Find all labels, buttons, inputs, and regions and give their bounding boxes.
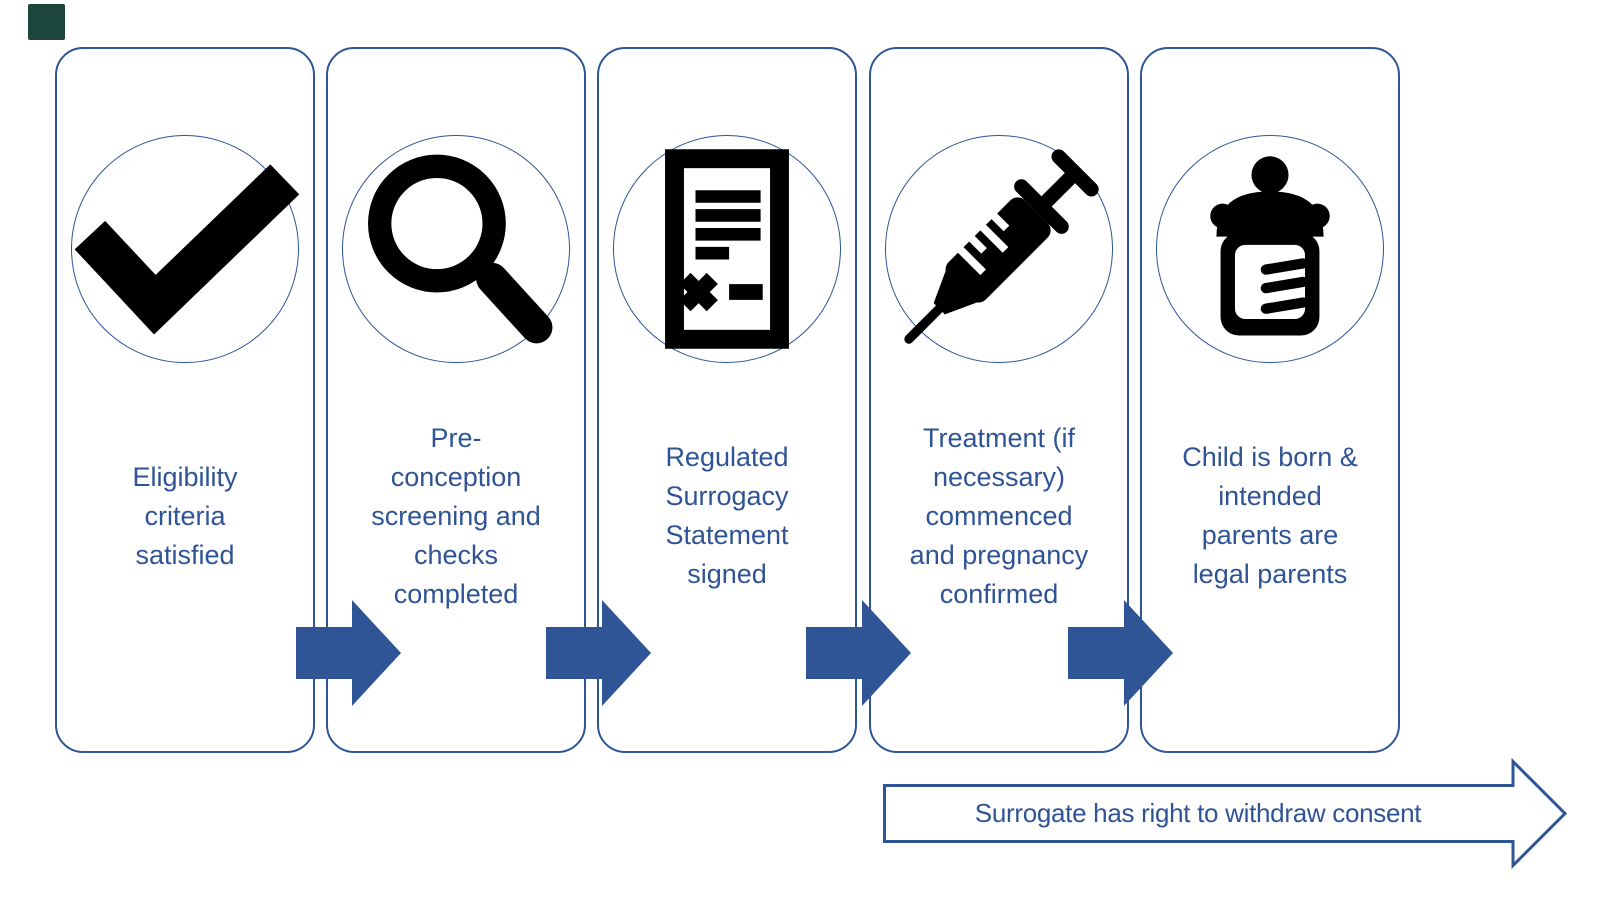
- step-icon-circle: [342, 135, 570, 363]
- step-icon-circle: [1156, 135, 1384, 363]
- right-arrow-outline-icon: [883, 757, 1568, 870]
- step-label: Regulated Surrogacy Statement signed: [665, 442, 789, 589]
- flow-arrow-icon: [1068, 600, 1173, 706]
- signed-document-icon: [665, 149, 789, 349]
- process-step-card: Treatment (if necessary) commenced and p…: [869, 47, 1129, 753]
- step-icon-circle: [613, 135, 841, 363]
- step-label: Child is born & intended parents are leg…: [1182, 442, 1358, 589]
- magnifier-icon: [368, 154, 553, 344]
- step-icon-circle: [885, 135, 1113, 363]
- process-step-card: Child is born & intended parents are leg…: [1140, 47, 1400, 753]
- process-step-card: Regulated Surrogacy Statement signed: [597, 47, 857, 753]
- step-icon-circle: [71, 135, 300, 363]
- step-label: Pre- conception screening and checks com…: [371, 422, 541, 609]
- step-label: Eligibility criteria satisfied: [132, 461, 238, 570]
- flow-arrow-icon: [546, 600, 651, 706]
- step-label: Treatment (if necessary) commenced and p…: [909, 422, 1089, 609]
- withdraw-consent-label: Surrogate has right to withdraw consent: [974, 797, 1422, 828]
- flow-arrow-icon: [806, 600, 911, 706]
- withdraw-consent-arrow: Surrogate has right to withdraw consent: [883, 757, 1568, 870]
- corner-accent-square: [28, 4, 65, 40]
- checkmark-icon: [74, 164, 300, 335]
- process-step-card: Eligibility criteria satisfied: [55, 47, 315, 753]
- flow-arrow-icon: [296, 600, 401, 706]
- baby-bottle-icon: [1210, 156, 1330, 336]
- syringe-icon: [904, 149, 1099, 344]
